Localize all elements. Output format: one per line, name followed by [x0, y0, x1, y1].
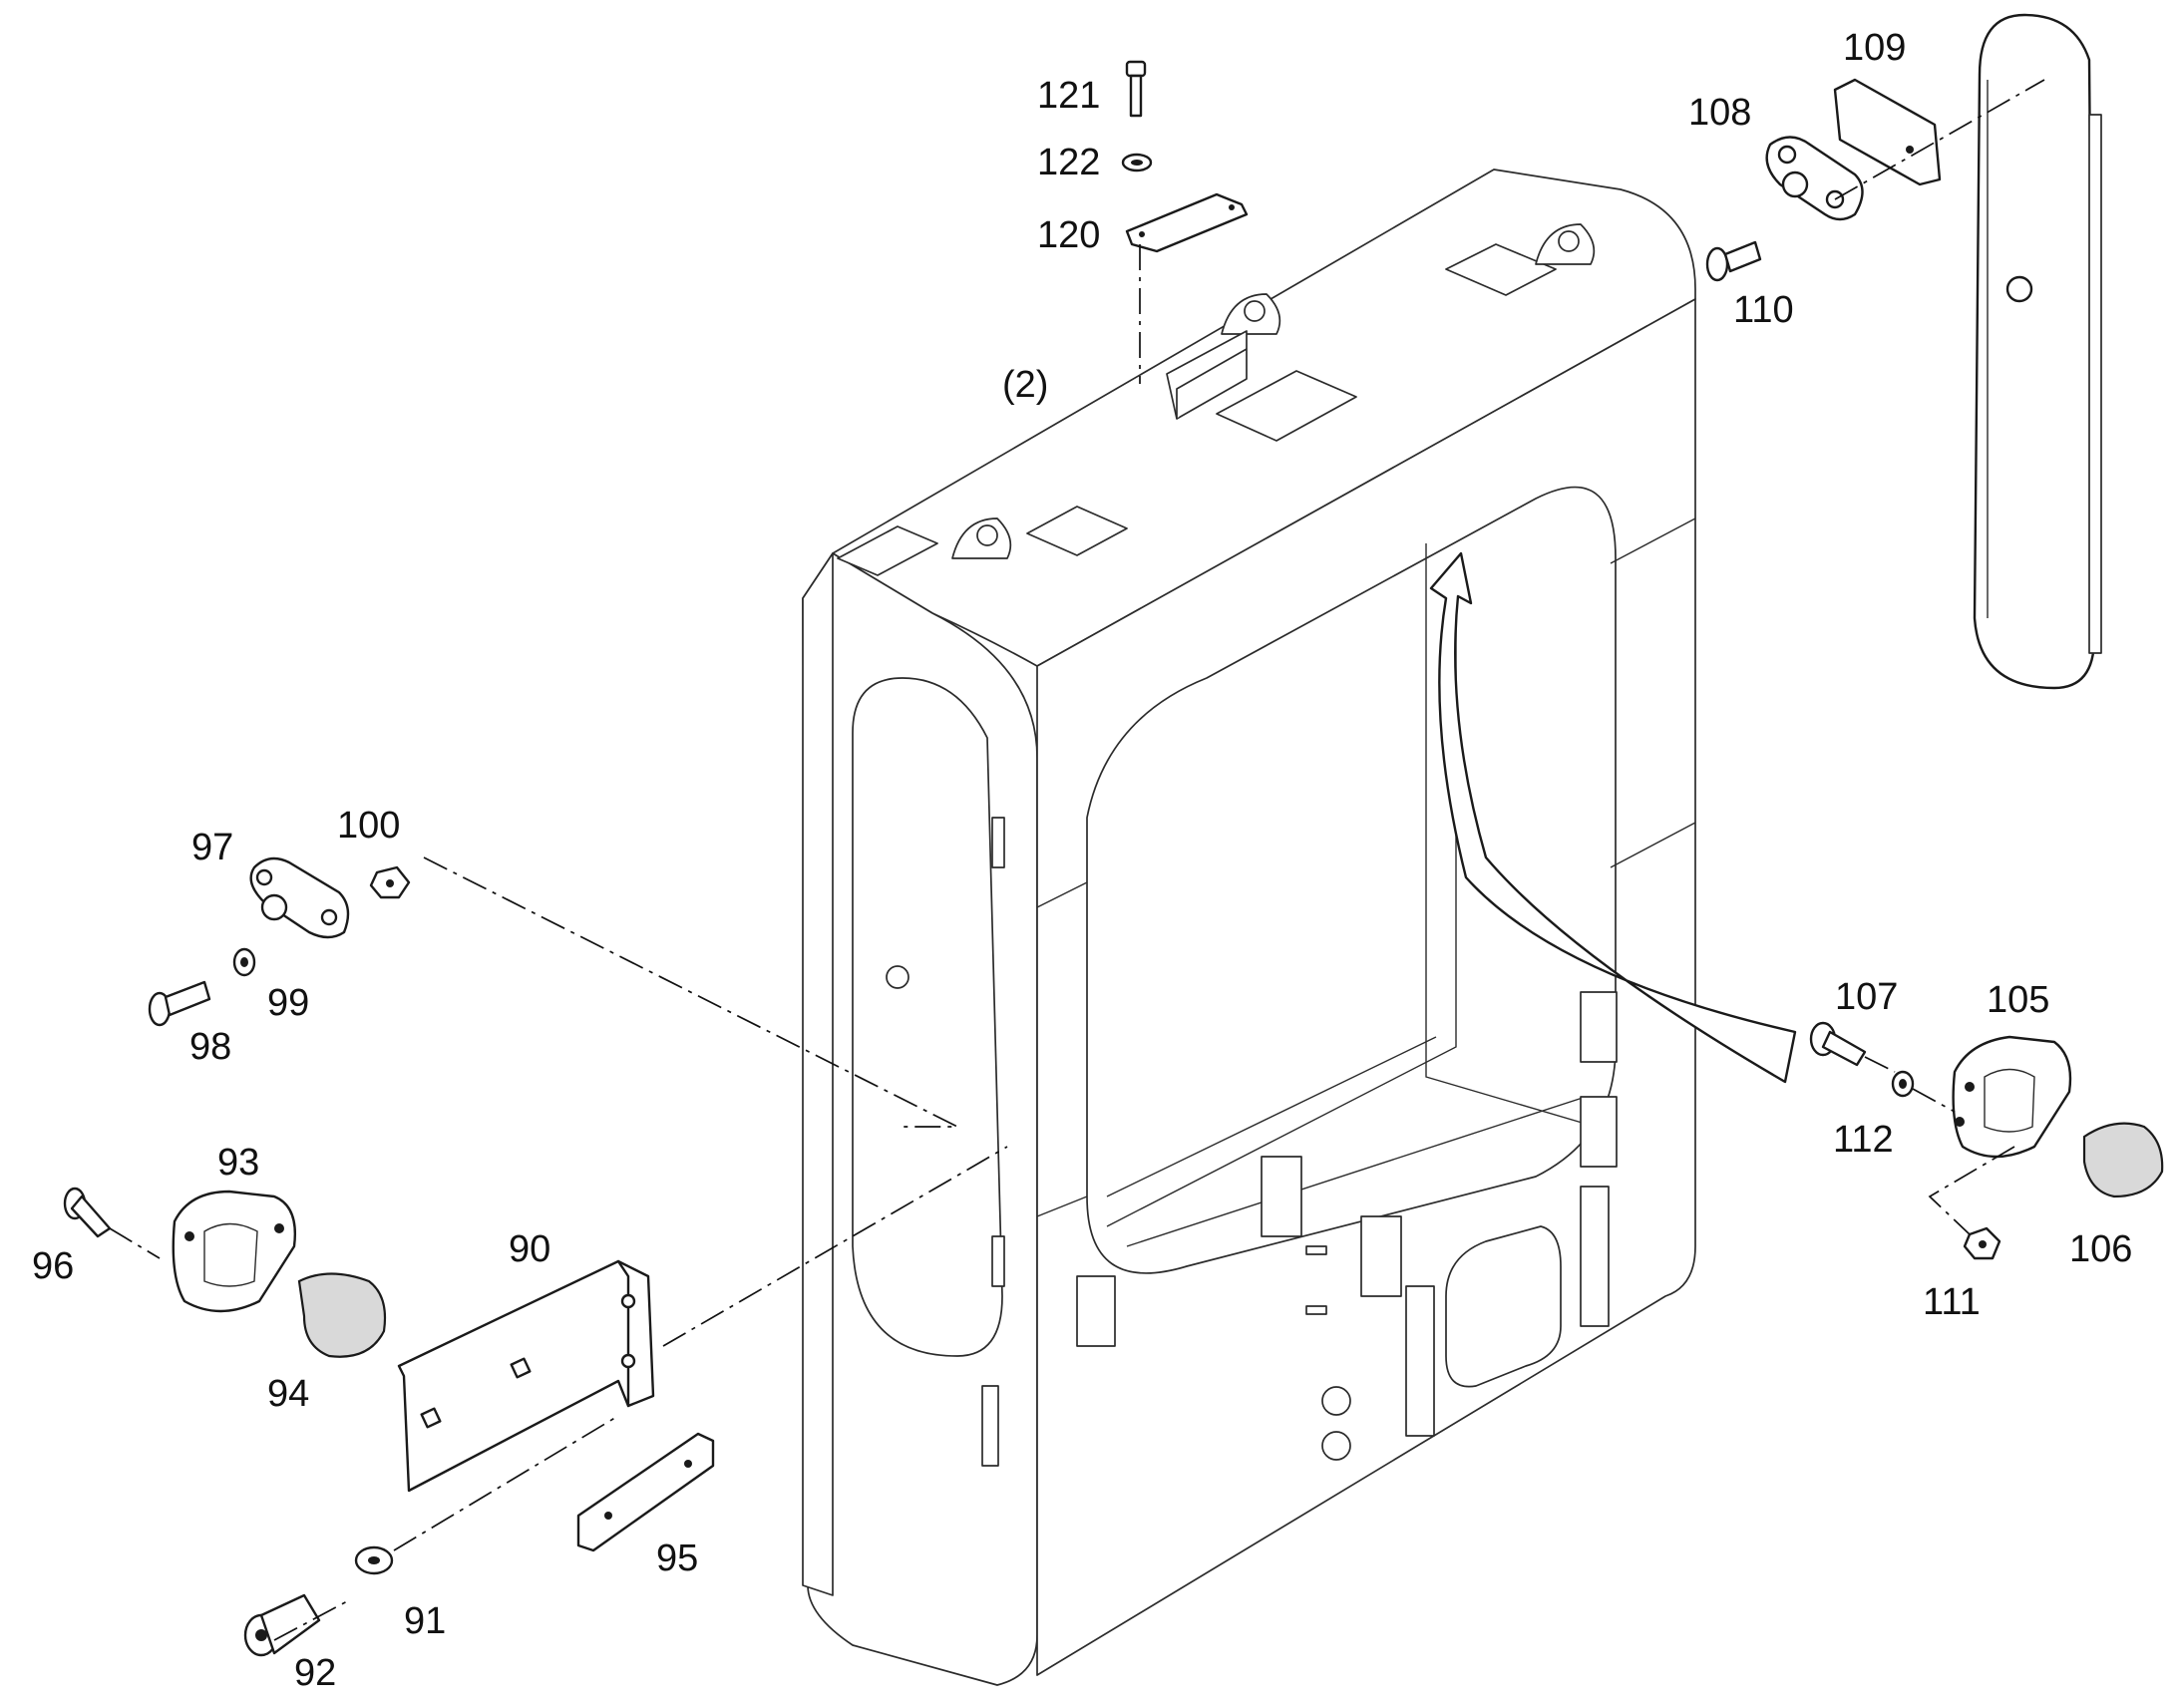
plate-109	[1833, 78, 1942, 186]
screw-107	[1809, 1021, 1867, 1067]
label-94: 94	[267, 1373, 309, 1415]
nut-111	[1963, 1226, 2001, 1260]
leader-line-96	[109, 1227, 161, 1259]
label-98: 98	[189, 1026, 231, 1068]
washer-122	[1121, 153, 1153, 172]
leader-line-107	[1864, 1056, 1956, 1113]
label-93: 93	[217, 1142, 259, 1184]
screw-96	[63, 1187, 112, 1238]
label-112: 112	[1833, 1119, 1894, 1161]
label-120: 120	[1037, 214, 1100, 256]
bracket-97	[249, 856, 350, 939]
washer-91	[354, 1545, 394, 1575]
capscrew-92	[243, 1593, 321, 1657]
label-111: 111	[1923, 1281, 1981, 1323]
label-95: 95	[656, 1537, 698, 1579]
bracket-108	[1765, 136, 1864, 221]
right-door-panel	[1973, 13, 2102, 690]
label-110: 110	[1733, 289, 1794, 331]
screw-110	[1705, 240, 1762, 282]
housing-93	[172, 1190, 296, 1313]
nut-100	[369, 865, 411, 899]
label-92: 92	[294, 1652, 336, 1694]
bolt-121	[1125, 60, 1147, 118]
part-labels: 121 122 120 (2) 109 108 110 100 97 99 98…	[32, 27, 2132, 1694]
screw-98	[148, 980, 211, 1027]
plate-120	[1125, 192, 1249, 253]
bracket-90	[397, 1259, 655, 1493]
label-90: 90	[509, 1228, 550, 1270]
leader-line-90	[662, 1146, 1008, 1347]
routing-arrow	[1429, 551, 1797, 1084]
label-97: 97	[191, 827, 233, 868]
cabinet-frame	[802, 169, 1696, 1686]
washer-99	[232, 947, 256, 977]
plate-95	[576, 1432, 715, 1552]
label-96: 96	[32, 1245, 74, 1287]
label-99: 99	[267, 982, 309, 1024]
label-107: 107	[1835, 976, 1898, 1018]
label-108: 108	[1688, 92, 1751, 134]
label-assembly-ref: (2)	[1002, 364, 1048, 406]
leader-line-111	[1928, 1146, 2015, 1235]
housing-105	[1952, 1035, 2072, 1159]
leader-line-91	[273, 1415, 619, 1641]
leader-line-108	[1834, 79, 2045, 200]
label-122: 122	[1037, 142, 1100, 183]
label-109: 109	[1843, 27, 1906, 69]
label-106: 106	[2069, 1228, 2132, 1270]
label-121: 121	[1037, 75, 1100, 117]
label-91: 91	[404, 1600, 446, 1642]
cap-94	[297, 1272, 387, 1358]
leader-line-100	[423, 856, 958, 1128]
cap-106	[2082, 1122, 2164, 1198]
label-100: 100	[337, 805, 400, 847]
washer-112	[1891, 1070, 1915, 1098]
label-105: 105	[1987, 979, 2049, 1021]
